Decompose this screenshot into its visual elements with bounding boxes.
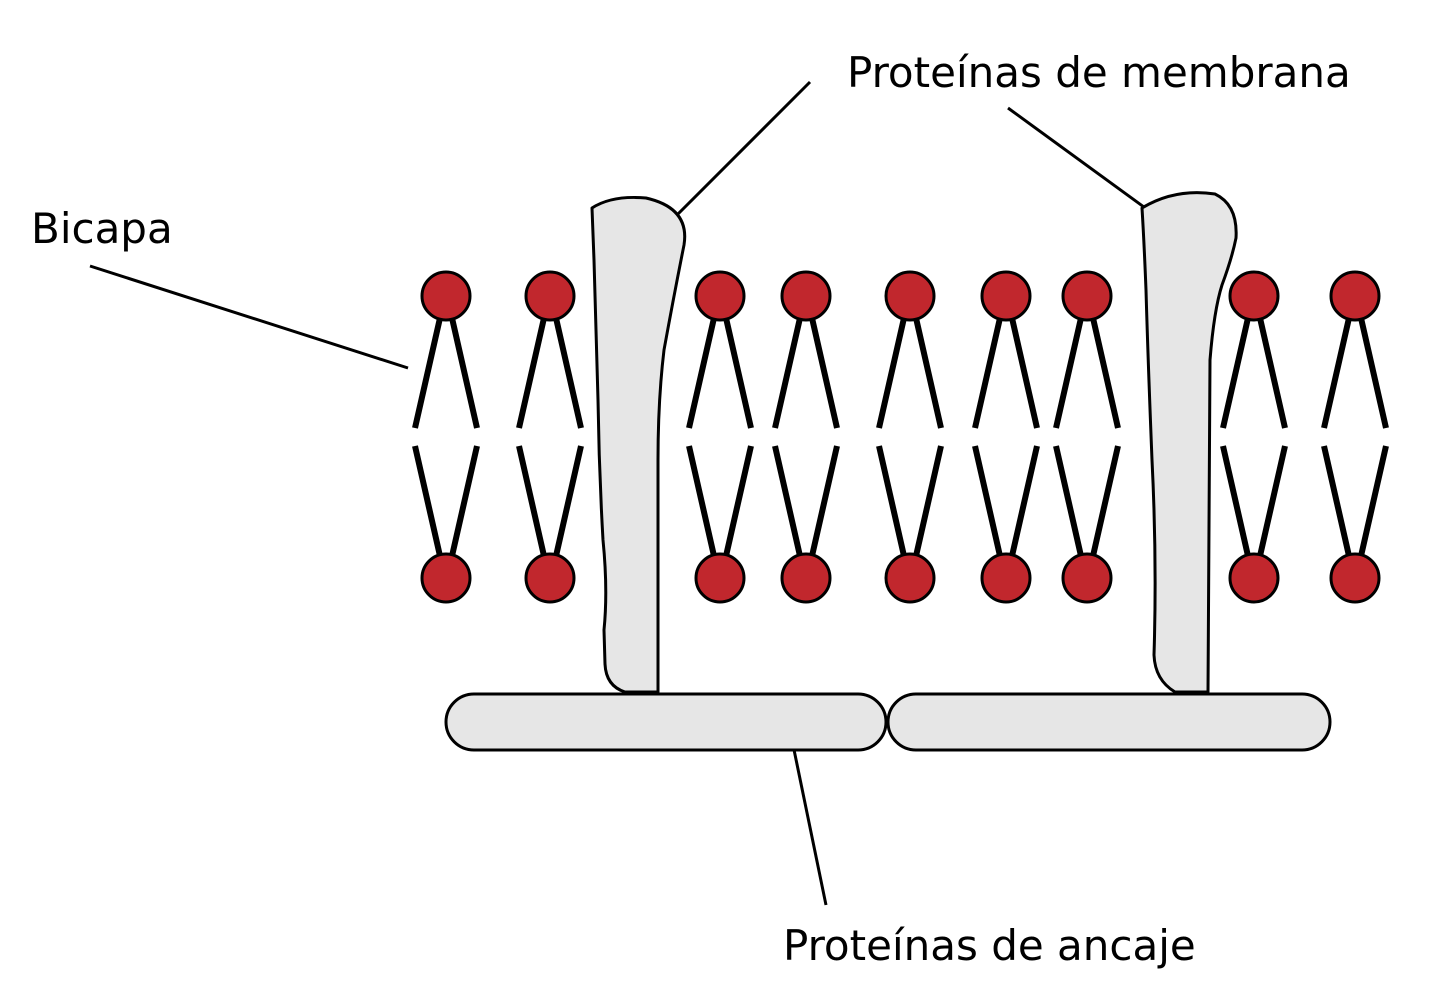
lipid-tail bbox=[516, 317, 547, 429]
lipid-tail bbox=[1321, 445, 1352, 557]
lipid-head-top bbox=[780, 270, 832, 322]
anchor-proteins bbox=[444, 692, 1332, 752]
lipid-tail bbox=[1358, 317, 1389, 429]
lipid-head-top bbox=[1329, 270, 1381, 322]
lipid-head-bottom bbox=[420, 552, 472, 604]
lipid-tail bbox=[449, 445, 480, 557]
lipid-head-top bbox=[524, 270, 576, 322]
lipid-head-bottom bbox=[1061, 552, 1113, 604]
lipid-head-bottom bbox=[1228, 552, 1280, 604]
lipid-head-bottom bbox=[694, 552, 746, 604]
lipid-tail bbox=[686, 317, 717, 429]
lipid-tail bbox=[1358, 445, 1389, 557]
lipid-tail bbox=[809, 445, 840, 557]
lipid-head-top bbox=[1061, 270, 1113, 322]
lipid-head-bottom bbox=[524, 552, 576, 604]
membrane-proteins bbox=[590, 191, 1238, 694]
leader-line-anchor-protein bbox=[790, 739, 828, 906]
lipid-tail bbox=[1220, 317, 1251, 429]
lipid-tail bbox=[1220, 445, 1251, 557]
lipid-tail bbox=[876, 317, 907, 429]
lipid-tail bbox=[913, 445, 944, 557]
lipid-tail bbox=[972, 445, 1003, 557]
lipid-tail bbox=[972, 317, 1003, 429]
lipid-head-bottom bbox=[980, 552, 1032, 604]
lipid-tail bbox=[1257, 317, 1288, 429]
label-membrane-proteins: Proteínas de membrana bbox=[847, 48, 1351, 97]
membrane-protein-right bbox=[1140, 191, 1238, 694]
lipid-tail bbox=[913, 317, 944, 429]
membrane-protein-left bbox=[590, 196, 687, 694]
leader-line-bilayer bbox=[89, 264, 409, 370]
lipid-tail bbox=[686, 445, 717, 557]
lipid-tail bbox=[553, 317, 584, 429]
lipid-tail bbox=[412, 445, 443, 557]
lipid-tail bbox=[1009, 445, 1040, 557]
anchor-protein-left bbox=[444, 692, 888, 752]
lipid-tail bbox=[553, 445, 584, 557]
anchor-protein-right bbox=[886, 692, 1332, 752]
lipid-head-top bbox=[694, 270, 746, 322]
lipid-head-bottom bbox=[884, 552, 936, 604]
lipid-tail bbox=[516, 445, 547, 557]
lipid-head-top bbox=[884, 270, 936, 322]
lipid-tail bbox=[1090, 317, 1121, 429]
lipid-head-top bbox=[980, 270, 1032, 322]
lipid-tail bbox=[1009, 317, 1040, 429]
lipid-head-bottom bbox=[780, 552, 832, 604]
lipid-tail bbox=[1090, 445, 1121, 557]
lipid-tail bbox=[809, 317, 840, 429]
lipid-tail bbox=[449, 317, 480, 429]
lipid-tail bbox=[876, 445, 907, 557]
lipid-tail bbox=[1053, 445, 1084, 557]
lipid-tail bbox=[1257, 445, 1288, 557]
lipid-tail bbox=[723, 317, 754, 429]
lipid-tail bbox=[1321, 317, 1352, 429]
lipid-tail bbox=[1053, 317, 1084, 429]
label-bilayer: Bicapa bbox=[31, 204, 173, 253]
leader-line-membrane-protein-left bbox=[654, 80, 812, 238]
lipid-head-bottom bbox=[1329, 552, 1381, 604]
lipid-tail bbox=[412, 317, 443, 429]
label-anchor-proteins: Proteínas de ancaje bbox=[783, 921, 1196, 970]
lipid-tail bbox=[772, 445, 803, 557]
lipid-head-top bbox=[1228, 270, 1280, 322]
phospholipid-bilayer bbox=[412, 270, 1389, 604]
lipid-head-top bbox=[420, 270, 472, 322]
lipid-tail bbox=[772, 317, 803, 429]
lipid-tail bbox=[723, 445, 754, 557]
